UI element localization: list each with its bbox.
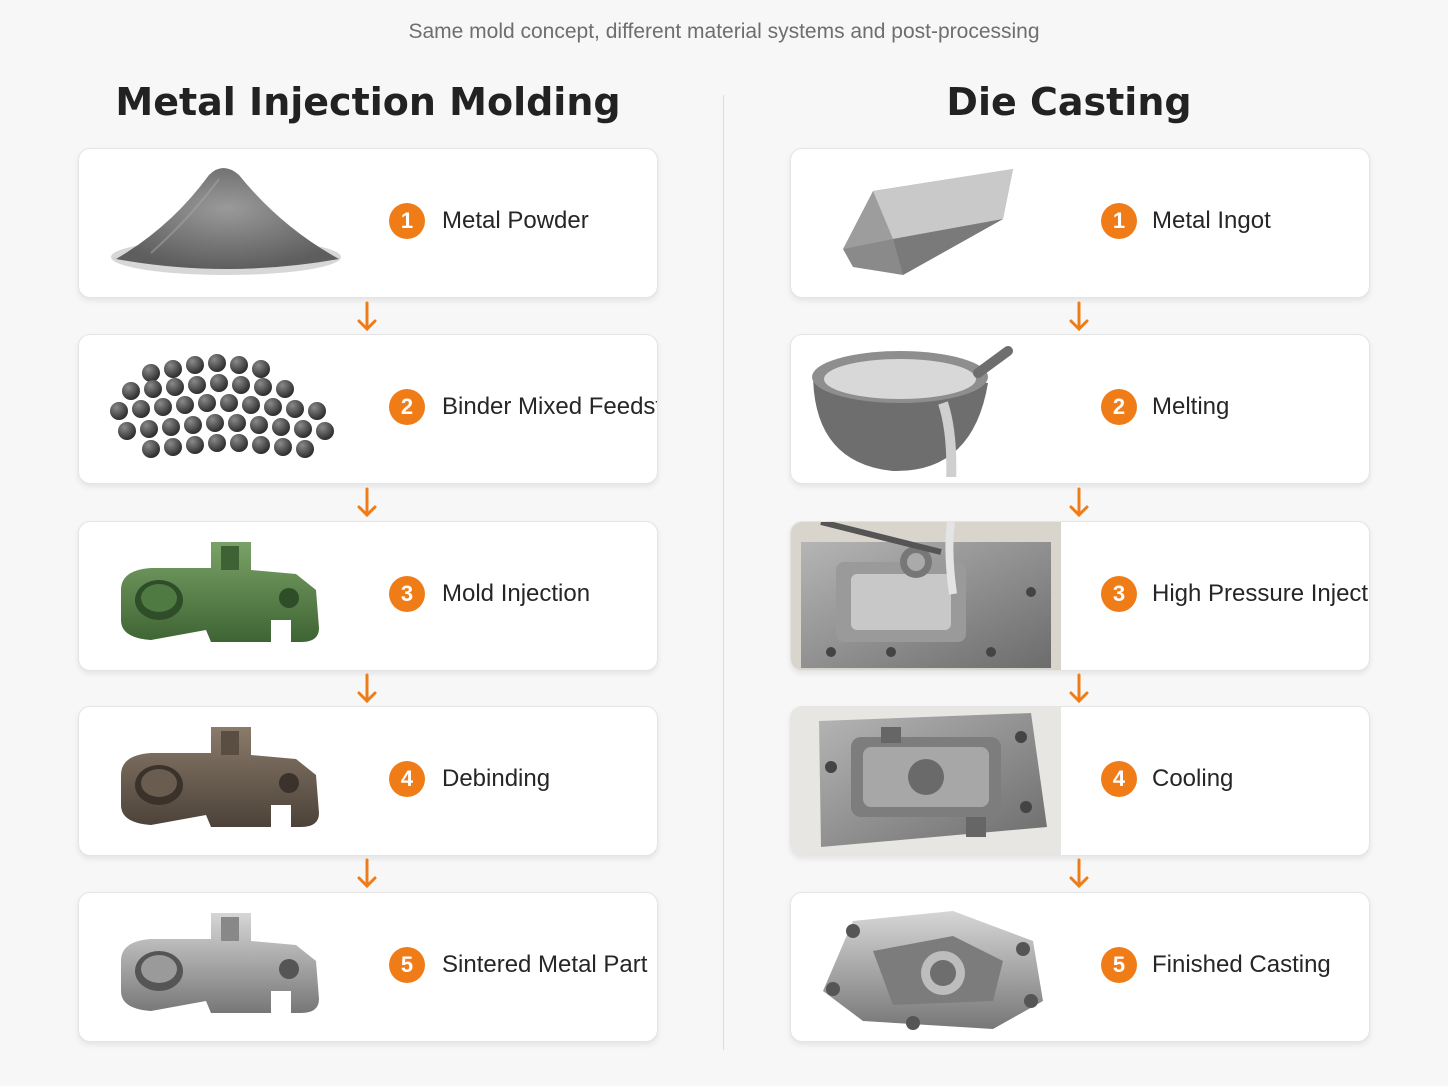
green-part-icon [91,530,361,664]
step-label: Debinding [442,765,551,792]
sintered-part-icon [91,901,361,1035]
step-number-badge: 3 [389,576,425,612]
step-number-badge: 2 [389,389,425,425]
flow-arrow-down-icon [355,301,379,333]
step-number-badge: 1 [1101,203,1137,239]
mim-step-1-card: 1 Metal Powder [78,148,658,298]
step-number-badge: 1 [389,203,425,239]
flow-arrow-down-icon [355,673,379,705]
mim-step-2-card: 2 Binder Mixed Feedstock [78,334,658,484]
brown-part-icon [91,715,361,849]
flow-arrow-down-icon [1067,673,1091,705]
powder-pile-icon [91,157,361,291]
step-label: Melting [1152,393,1230,420]
flow-arrow-down-icon [1067,487,1091,519]
mim-step-5-card: 5 Sintered Metal Part [78,892,658,1042]
step-label: Binder Mixed Feedstock [442,393,657,420]
mim-step-3-card: 3 Mold Injection [78,521,658,671]
die-casting-step-3-card: 3 High Pressure Injection [790,521,1370,671]
die-mold-icon [791,522,1061,670]
step-number-badge: 5 [389,947,425,983]
pellets-icon [91,343,361,477]
step-number-badge: 3 [1101,576,1137,612]
ladle-icon [803,343,1073,477]
flow-arrow-down-icon [1067,858,1091,890]
die-casting-step-5-card: 5 Finished Casting [790,892,1370,1042]
step-number-badge: 4 [389,761,425,797]
casting-icon [803,901,1073,1035]
die-casting-step-1-card: 1 Metal Ingot [790,148,1370,298]
step-label: Mold Injection [442,580,591,607]
mim-column-title: Metal Injection Molding [115,80,621,124]
mim-step-4-card: 4 Debinding [78,706,658,856]
page-subtitle: Same mold concept, different material sy… [408,20,1040,43]
die-casting-step-2-card: 2 Melting [790,334,1370,484]
step-label: Finished Casting [1152,951,1331,978]
step-label: Cooling [1152,765,1234,792]
step-number-badge: 5 [1101,947,1137,983]
die-casting-step-4-card: 4 Cooling [790,706,1370,856]
cooled-mold-icon [791,707,1061,855]
flow-arrow-down-icon [1067,301,1091,333]
column-divider [723,95,724,1050]
step-number-badge: 2 [1101,389,1137,425]
step-label: Metal Powder [442,207,589,234]
step-label: Sintered Metal Part [442,951,648,978]
step-label: High Pressure Injection [1152,580,1369,607]
die-casting-column-title: Die Casting [946,80,1192,124]
step-number-badge: 4 [1101,761,1137,797]
flow-arrow-down-icon [355,487,379,519]
ingot-icon [803,157,1073,291]
step-label: Metal Ingot [1152,207,1271,234]
flow-arrow-down-icon [355,858,379,890]
